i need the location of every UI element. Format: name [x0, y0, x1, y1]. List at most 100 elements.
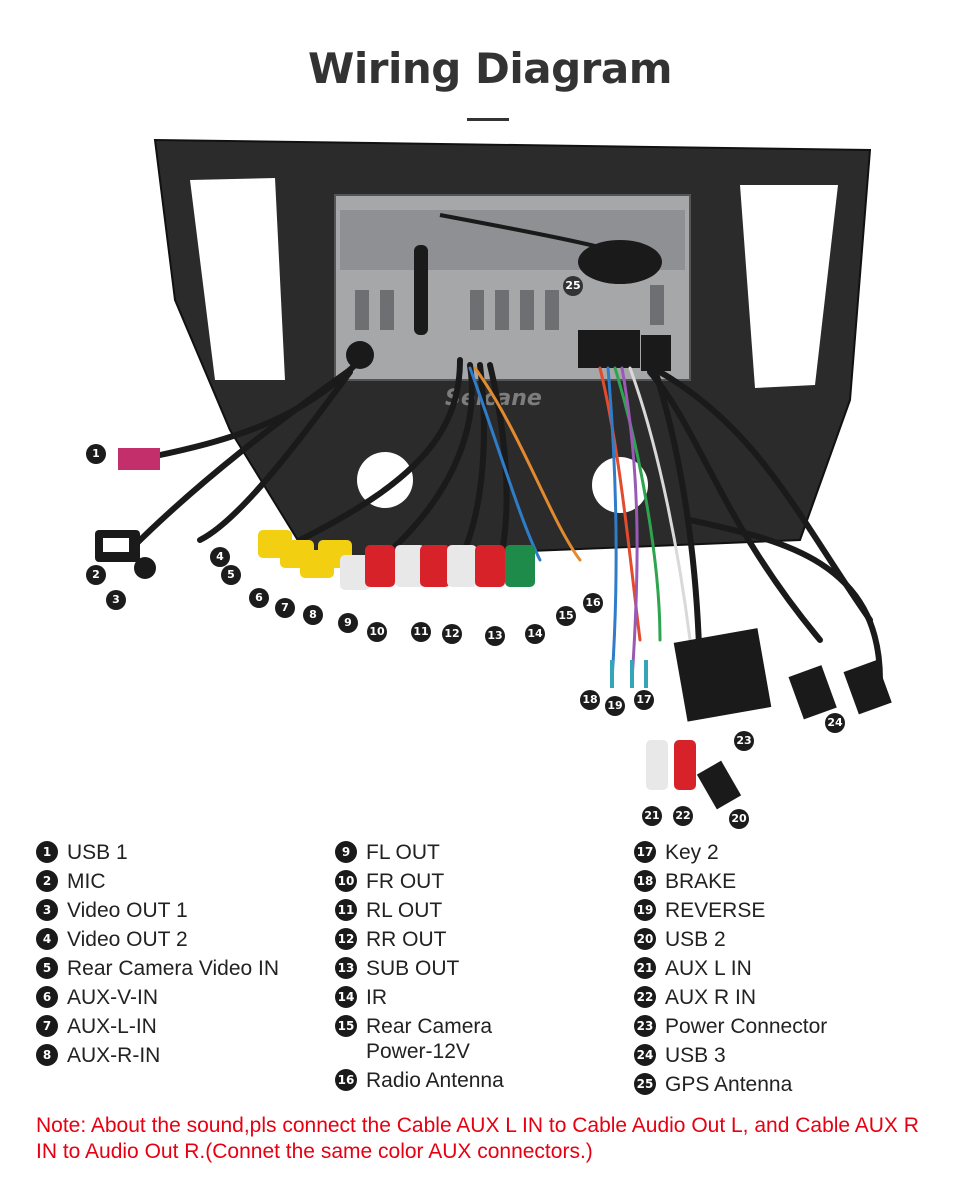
- legend-label: Video OUT 1: [67, 899, 188, 922]
- legend-number: 18: [634, 870, 656, 892]
- legend-number: 22: [634, 986, 656, 1008]
- callout-13: 13: [485, 626, 505, 646]
- title-underline: [467, 118, 509, 121]
- callout-12: 12: [442, 624, 462, 644]
- legend-item: 19 REVERSE: [634, 898, 827, 923]
- callout-2: 2: [86, 565, 106, 585]
- callout-25: 25: [563, 276, 583, 296]
- legend-label: GPS Antenna: [665, 1073, 793, 1096]
- callout-4: 4: [210, 547, 230, 567]
- legend-label: Rear Camera Power-12V: [366, 1015, 493, 1063]
- legend-label: Radio Antenna: [366, 1069, 504, 1092]
- legend-number: 1: [36, 841, 58, 863]
- legend-item: 1 USB 1: [36, 840, 279, 865]
- callout-17: 17: [634, 690, 654, 710]
- legend-label: USB 2: [665, 928, 726, 951]
- legend-label: RL OUT: [366, 899, 443, 922]
- page-title: Wiring Diagram: [308, 44, 672, 93]
- legend-item: 23 Power Connector: [634, 1014, 827, 1039]
- legend-label: Rear Camera Video IN: [67, 957, 280, 980]
- legend-item: 6 AUX-V-IN: [36, 985, 279, 1010]
- legend-number: 3: [36, 899, 58, 921]
- legend-label: USB 1: [67, 841, 128, 864]
- legend-label: AUX R IN: [665, 986, 757, 1009]
- legend-item: 10 FR OUT: [335, 869, 504, 894]
- legend-number: 16: [335, 1069, 357, 1091]
- legend-item: 16 Radio Antenna: [335, 1068, 504, 1093]
- legend-label: USB 3: [665, 1044, 726, 1067]
- legend-number: 8: [36, 1044, 58, 1066]
- legend-label: IR: [366, 986, 387, 1009]
- callout-9: 9: [338, 613, 358, 633]
- callout-16: 16: [583, 593, 603, 613]
- legend-number: 9: [335, 841, 357, 863]
- legend-item: 7 AUX-L-IN: [36, 1014, 279, 1039]
- legend-item: 24 USB 3: [634, 1043, 827, 1068]
- legend-number: 11: [335, 899, 357, 921]
- legend-item: 4 Video OUT 2: [36, 927, 279, 952]
- legend-label: Power Connector: [665, 1015, 828, 1038]
- legend-number: 4: [36, 928, 58, 950]
- legend-number: 12: [335, 928, 357, 950]
- legend-label: SUB OUT: [366, 957, 460, 980]
- callout-18: 18: [580, 690, 600, 710]
- legend-label: Video OUT 2: [67, 928, 188, 951]
- legend-label: AUX-R-IN: [67, 1044, 161, 1067]
- legend-column-2: 9 FL OUT 10 FR OUT 11 RL OUT 12 RR OUT 13 SUB…: [335, 840, 504, 1097]
- legend-number: 14: [335, 986, 357, 1008]
- legend-item: 20 USB 2: [634, 927, 827, 952]
- legend-number: 25: [634, 1073, 656, 1095]
- callout-10: 10: [367, 622, 387, 642]
- legend-label: FL OUT: [366, 841, 440, 864]
- sound-note: Note: About the sound,pls connect the Ca…: [36, 1114, 919, 1163]
- callout-19: 19: [605, 696, 625, 716]
- callout-11: 11: [411, 622, 431, 642]
- callout-21: 21: [642, 806, 662, 826]
- legend-item: 12 RR OUT: [335, 927, 504, 952]
- callout-5: 5: [221, 565, 241, 585]
- legend-number: 15: [335, 1015, 357, 1037]
- legend-label: AUX-L-IN: [67, 1015, 157, 1038]
- callout-1: 1: [86, 444, 106, 464]
- legend-number: 17: [634, 841, 656, 863]
- legend-item: 15 Rear Camera Power-12V: [335, 1014, 504, 1064]
- callout-22: 22: [673, 806, 693, 826]
- legend-number: 13: [335, 957, 357, 979]
- legend-item: 9 FL OUT: [335, 840, 504, 865]
- legend-label: REVERSE: [665, 899, 766, 922]
- legend-number: 6: [36, 986, 58, 1008]
- legend-item: 5 Rear Camera Video IN: [36, 956, 279, 981]
- callout-15: 15: [556, 606, 576, 626]
- legend-item: 14 IR: [335, 985, 504, 1010]
- legend-item: 13 SUB OUT: [335, 956, 504, 981]
- legend-label: AUX-V-IN: [67, 986, 159, 1009]
- legend-item: 3 Video OUT 1: [36, 898, 279, 923]
- legend-item: 8 AUX-R-IN: [36, 1043, 279, 1068]
- callout-20: 20: [729, 809, 749, 829]
- callout-24: 24: [825, 713, 845, 733]
- legend-item: 21 AUX L IN: [634, 956, 827, 981]
- callout-7: 7: [275, 598, 295, 618]
- legend-item: 11 RL OUT: [335, 898, 504, 923]
- legend-number: 21: [634, 957, 656, 979]
- legend-number: 10: [335, 870, 357, 892]
- legend-number: 7: [36, 1015, 58, 1037]
- legend-label: AUX L IN: [665, 957, 752, 980]
- legend-label: FR OUT: [366, 870, 445, 893]
- legend-number: 5: [36, 957, 58, 979]
- legend-number: 20: [634, 928, 656, 950]
- legend-number: 2: [36, 870, 58, 892]
- legend-label: RR OUT: [366, 928, 447, 951]
- legend-number: 24: [634, 1044, 656, 1066]
- legend-number: 23: [634, 1015, 656, 1037]
- legend-number: 19: [634, 899, 656, 921]
- callout-3: 3: [106, 590, 126, 610]
- callout-6: 6: [249, 588, 269, 608]
- callout-23: 23: [734, 731, 754, 751]
- callout-8: 8: [303, 605, 323, 625]
